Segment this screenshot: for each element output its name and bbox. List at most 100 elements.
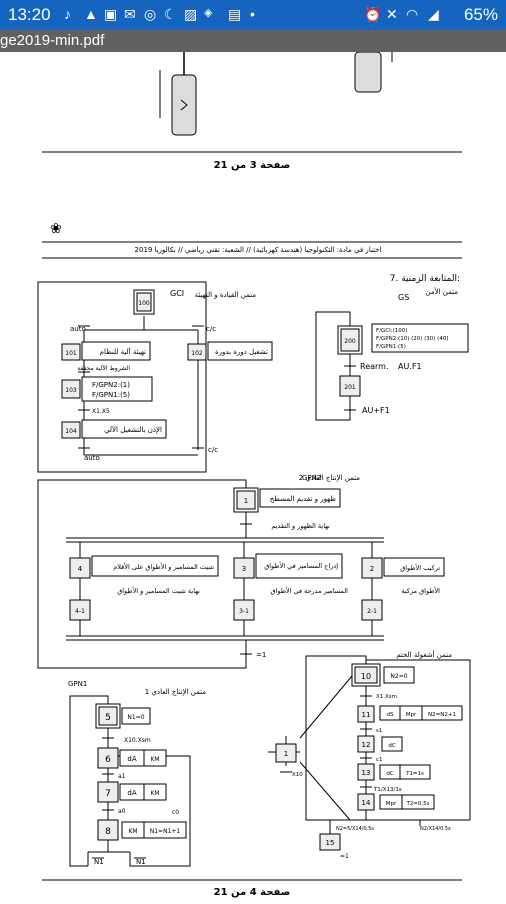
gpn2-step-3: 3 bbox=[242, 565, 246, 573]
gsm-action-11b: Mpr bbox=[406, 712, 417, 718]
gpn2-step-1: 1 bbox=[244, 497, 248, 505]
pdf-viewer[interactable]: صفحة 3 من 21 ❀ اختبار في مادة: التكنولوج… bbox=[0, 51, 506, 900]
page-3-footer: صفحة 3 من 21 bbox=[214, 160, 291, 171]
gpn2-grafcet: متمن الإنتاج العادي 2 GPN2 1 ظهور و تقدي… bbox=[37, 474, 445, 669]
image-icon: ▣ bbox=[104, 6, 118, 22]
gci-trans-not-auto: auto bbox=[84, 454, 100, 462]
cylinder-figure-left bbox=[159, 52, 197, 136]
fire-icon: ▲ bbox=[84, 6, 98, 22]
gpn1-action-8a: KM bbox=[128, 828, 137, 835]
gpn1-step-6: 6 bbox=[105, 755, 111, 765]
gsm-action-10: N2=0 bbox=[390, 673, 407, 680]
gpn1-title: متمن الإنتاج العادي 1 bbox=[145, 688, 206, 696]
gs-action-3: F/GPN1:(5) bbox=[376, 344, 406, 350]
data-saver-icon: ◈ bbox=[204, 7, 213, 19]
gpn1-trans-not-n1: N1 bbox=[136, 858, 146, 866]
gci-step-103: 103 bbox=[65, 387, 77, 394]
gci-step-102: 102 bbox=[191, 350, 203, 357]
gci-step-104: 104 bbox=[65, 428, 77, 435]
gpn1-action-6a: dA bbox=[127, 755, 136, 763]
gsm-trans-14b: N2/X14/0.5s bbox=[420, 826, 451, 832]
pdf-title-bar[interactable]: ge2019-min.pdf bbox=[0, 30, 506, 52]
gs-code: GS bbox=[398, 293, 409, 302]
status-bar: 13:20 ♪ ▲ ▣ ✉ ◎ ☾ ▨ ◈ ▤ • ⏰ ✕ ◠ ◢ 65% bbox=[0, 0, 506, 30]
page-4-header: ❀ اختبار في مادة: التكنولوجيا (هندسة كهر… bbox=[42, 221, 462, 284]
gpn2-action-3: إدراج المسامير في الأطواق bbox=[264, 561, 338, 570]
gpn1-action-5: N1=0 bbox=[127, 714, 144, 721]
signal-icon: ◢ bbox=[428, 6, 439, 22]
gpn2-recept-2: الأطواق مركبة bbox=[401, 586, 440, 595]
gsm-action-12: dC bbox=[388, 743, 395, 749]
gsm-title: متمن أشغولة الختم bbox=[396, 650, 452, 659]
gs-step-200: 200 bbox=[344, 338, 356, 345]
gs-title: متمن الأمن bbox=[426, 287, 459, 296]
gsm-step-11: 11 bbox=[362, 711, 371, 719]
gsm-step-x1: 1 bbox=[284, 750, 288, 758]
gci-cond-init: الشروط الآلية محققة bbox=[77, 364, 130, 372]
gsm-action-11c: N2=N2+1 bbox=[428, 712, 456, 718]
gpn1-step-7: 7 bbox=[105, 789, 111, 799]
gci-trans-cc: c/c bbox=[206, 325, 216, 333]
gpn1-action-7a: dA bbox=[127, 789, 136, 797]
gsm-action-14b: T2=0.5s bbox=[405, 801, 429, 807]
gsm-step-15: 15 bbox=[326, 839, 335, 847]
gci-action-104: الإذن بالتشغيل الآلي bbox=[104, 425, 162, 434]
gpn2-step-4: 4 bbox=[78, 565, 83, 573]
section-title: 7. المتابعة الزمنية: bbox=[390, 274, 460, 284]
logo-icon: ❀ bbox=[50, 221, 62, 237]
dot-icon: • bbox=[250, 6, 255, 22]
document-filename: ge2019-min.pdf bbox=[0, 32, 105, 49]
file-icon: ▤ bbox=[228, 6, 242, 22]
gpn1-step-8: 8 bbox=[105, 827, 111, 837]
gsm-action-14a: Mpr bbox=[386, 801, 397, 807]
gpn2-step-2: 2 bbox=[370, 565, 374, 573]
gci-trans-not-cc: c/c bbox=[208, 446, 218, 454]
gci-action-103-2: F/GPN1:(5) bbox=[92, 391, 130, 399]
gpn2-code: GPN2 bbox=[302, 474, 321, 482]
gpn2-action-1: ظهور و تقديم المسطح bbox=[270, 495, 337, 503]
gci-step-101: 101 bbox=[65, 350, 77, 357]
gsm-trans-12: c1 bbox=[376, 757, 383, 763]
gsm-trans-11: s1 bbox=[376, 728, 382, 734]
gci-title: متمن القيادة و التهيئة bbox=[195, 291, 257, 299]
wifi-icon: ◠ bbox=[406, 6, 419, 22]
gsm-trans-14a: N2=5/X14/0.5s bbox=[336, 826, 374, 832]
cylinder-figure-right bbox=[354, 51, 393, 93]
gpn2-trans-1: نهاية الظهور و التقديم bbox=[271, 522, 330, 530]
gsm-step-10: 10 bbox=[361, 672, 371, 681]
battery-level: 65% bbox=[463, 5, 498, 24]
gpn2-title: متمن الإنتاج العادي 2 bbox=[299, 474, 360, 482]
gpn1-action-6b: KM bbox=[150, 756, 159, 763]
gpn2-action-2: تركيب الأطواق bbox=[400, 563, 440, 572]
gpn1-code: GPN1 bbox=[68, 680, 87, 688]
gpn2-step-2-1: 2-1 bbox=[367, 608, 377, 615]
gci-action-101: تهيئة آلية للنظام bbox=[100, 347, 146, 356]
gpn1-action-8b: N1=N1+1 bbox=[150, 828, 181, 835]
gpn1-trans-6: a1 bbox=[118, 773, 126, 780]
gsm-action-11a: dS bbox=[387, 712, 394, 718]
gs-grafcet: متمن الأمن GS 200 F/GCI:(100) F/GPN2:(10… bbox=[315, 287, 469, 421]
gs-action-2: F/GPN2:(10) (20) (30) (40) bbox=[376, 336, 448, 342]
gpn1-trans-8: c0 bbox=[172, 809, 179, 816]
gs-trans-au-f1: AU.F1 bbox=[398, 362, 422, 371]
gsm-grafcet: متمن أشغولة الختم 10 N2=0 X1.Xsm 11 dS M… bbox=[268, 650, 471, 860]
gci-code: GCI bbox=[170, 289, 184, 298]
gpn1-trans-7: a0 bbox=[118, 808, 126, 815]
alarm-icon: ⏰ bbox=[364, 6, 382, 22]
gs-action-1: F/GCI:(100) bbox=[376, 328, 407, 334]
status-time: 13:20 bbox=[8, 5, 51, 24]
gpn1-step-5: 5 bbox=[105, 713, 111, 723]
gs-step-201: 201 bbox=[344, 384, 356, 391]
gpn1-trans-n1: N1 bbox=[94, 858, 104, 866]
gsm-trans-15: =1 bbox=[340, 853, 349, 860]
mail-icon: ✉ bbox=[124, 6, 136, 22]
gpn1-trans-5: X10.Xsm bbox=[124, 737, 151, 744]
moon-icon: ☾ bbox=[164, 6, 177, 22]
gsm-trans-x1: X10 bbox=[292, 772, 303, 778]
gpn2-step-3-1: 3-1 bbox=[239, 608, 249, 615]
music-note-icon: ♪ bbox=[64, 6, 71, 22]
gsm-step-13: 13 bbox=[362, 769, 371, 777]
gpn2-step-4-1: 4-1 bbox=[75, 608, 85, 615]
gallery-icon: ▨ bbox=[184, 6, 198, 22]
gsm-step-14: 14 bbox=[362, 799, 371, 807]
